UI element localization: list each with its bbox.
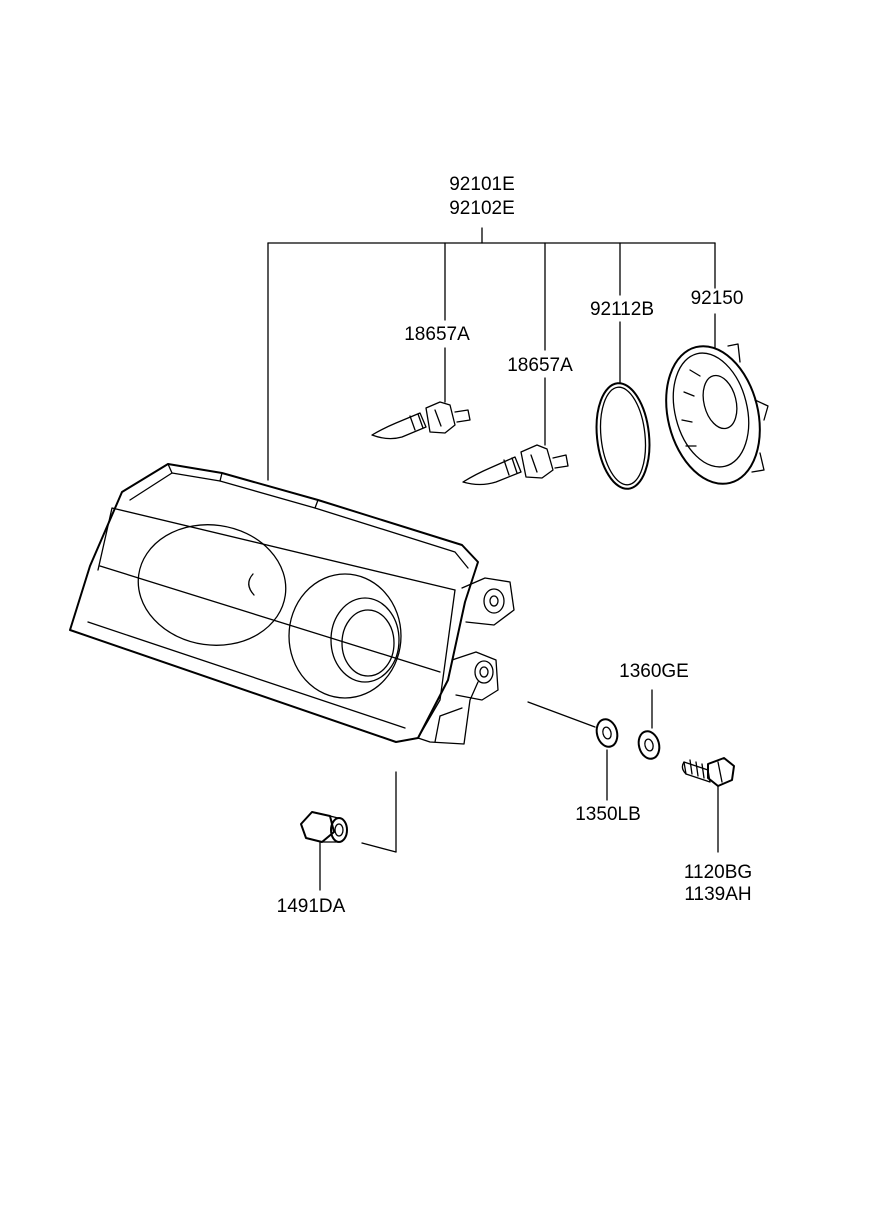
gasket-ring — [595, 321, 651, 490]
bulb-2-label: 18657A — [507, 355, 573, 376]
fastener-leaders — [319, 689, 719, 891]
headlamp-housing — [69, 463, 515, 745]
nut — [300, 811, 348, 843]
bulb-1 — [371, 347, 471, 440]
dust-cap — [665, 313, 769, 485]
bulb-1-label: 18657A — [404, 324, 470, 345]
bulb-2 — [462, 377, 569, 486]
assembly-leader-lines — [267, 227, 716, 481]
nut-label: 1491DA — [276, 896, 346, 917]
washer-bottom-label: 1350LB — [575, 804, 641, 825]
washer-1350lb — [595, 718, 619, 748]
bolt — [681, 757, 735, 787]
cap-label: 92150 — [690, 288, 744, 309]
washer-1360ge — [637, 730, 661, 760]
bolt-label-a: 1120BG — [683, 862, 753, 883]
washer-top-label: 1360GE — [619, 661, 689, 682]
assembly-label-a: 92101E — [449, 174, 515, 195]
bolt-label-b: 1139AH — [684, 884, 752, 905]
assembly-label-b: 92102E — [449, 198, 515, 219]
gasket-label: 92112B — [589, 299, 655, 320]
